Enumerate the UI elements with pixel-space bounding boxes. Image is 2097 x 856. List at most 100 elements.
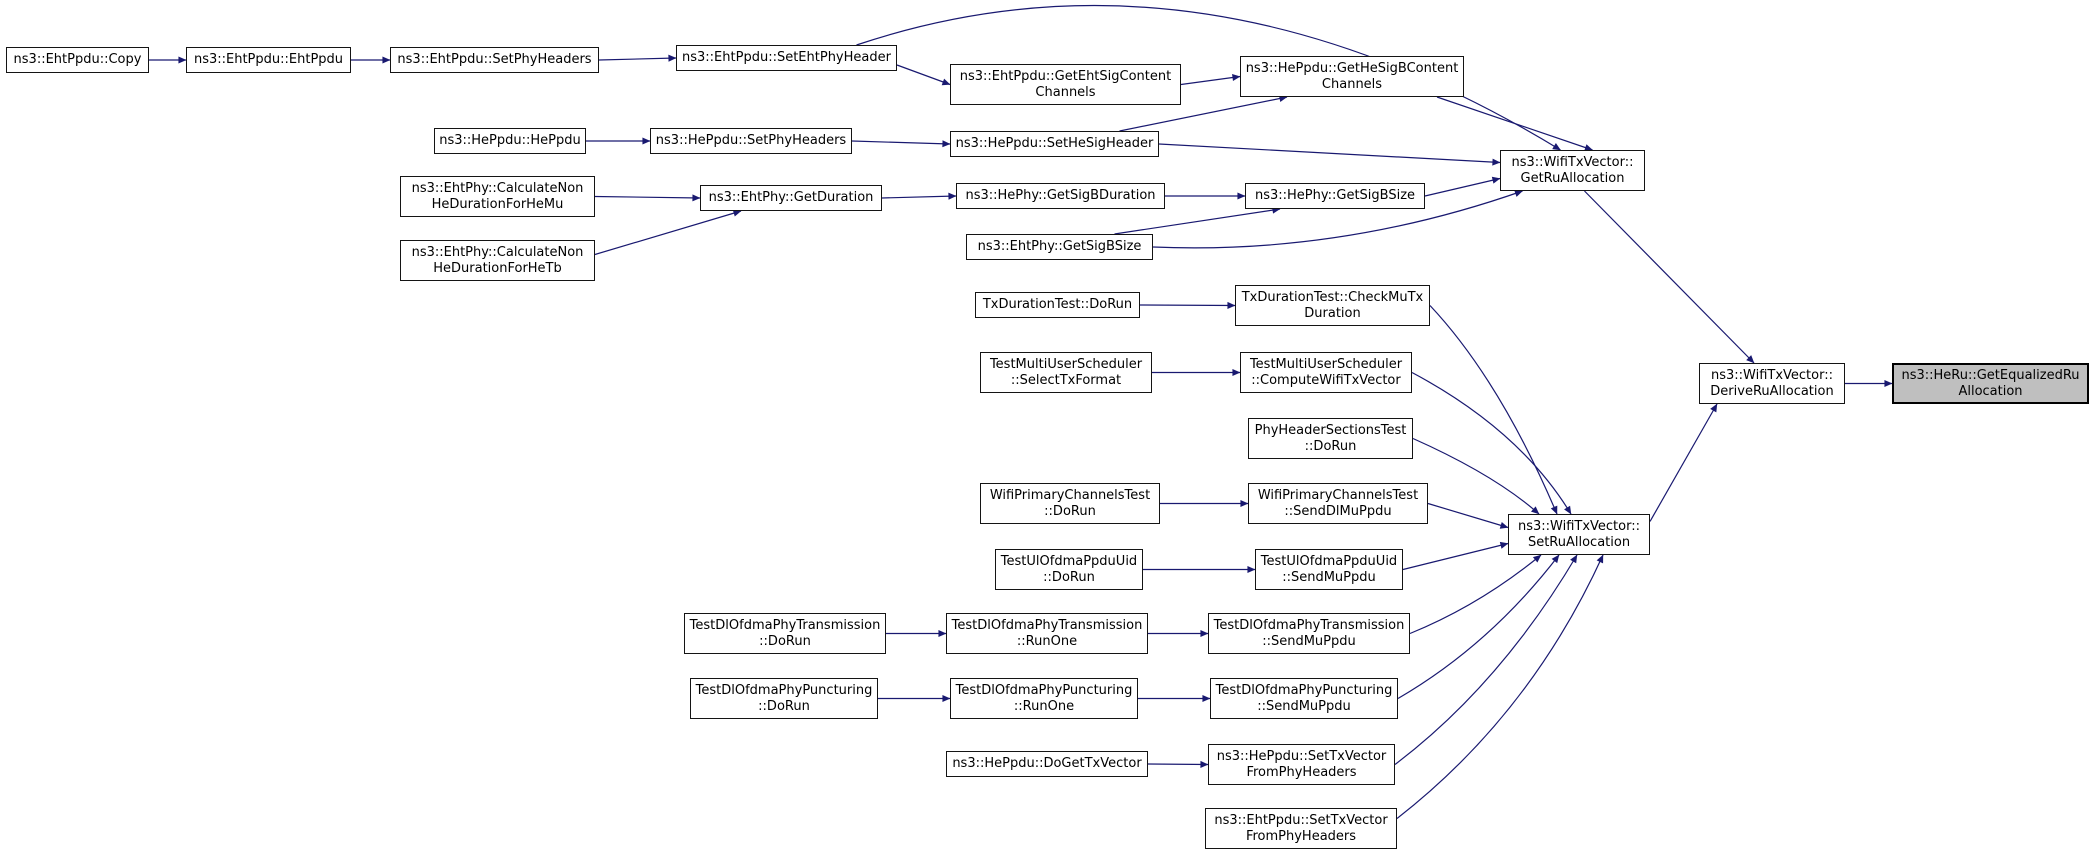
node-dlp-runone[interactable]: TestDlOfdmaPhyPuncturing::RunOne [950, 678, 1138, 719]
node-label: ns3::HePpdu::SetHeSigHeader [955, 136, 1154, 151]
node-label: ns3::HePpdu::GetHeSigBContent [1245, 60, 1459, 76]
node-he-ctor[interactable]: ns3::HePpdu::HePpdu [434, 128, 586, 154]
node-label: PhyHeaderSectionsTest [1254, 422, 1407, 438]
node-tmus-compute[interactable]: TestMultiUserScheduler::ComputeWifiTxVec… [1240, 352, 1412, 393]
node-label: Duration [1304, 305, 1361, 321]
node-wpc-dorun[interactable]: WifiPrimaryChannelsTest::DoRun [980, 483, 1160, 524]
node-label: ::DoRun [1304, 438, 1357, 454]
node-label: FromPhyHeaders [1245, 828, 1357, 844]
node-label: WifiPrimaryChannelsTest [1257, 487, 1419, 503]
node-label: ns3::EhtPhy::GetDuration [708, 190, 874, 205]
node-eht-copy[interactable]: ns3::EhtPpdu::Copy [6, 47, 149, 73]
node-label: HeDurationForHeMu [431, 196, 564, 212]
node-label: ns3::HePpdu::DoGetTxVector [952, 756, 1142, 771]
node-ulofdma-sendmu[interactable]: TestUlOfdmaPpduUid::SendMuPpdu [1255, 549, 1403, 590]
node-label: TxDurationTest::CheckMuTx [1241, 289, 1424, 305]
edge-he-setphy--he-sethesig [851, 140, 951, 148]
edge-ehtphy-calctb--ehtphy-getdur [594, 209, 742, 256]
node-wtv-setru[interactable]: ns3::WifiTxVector::SetRuAllocation [1508, 514, 1650, 555]
node-label: ::SendMuPpdu [1262, 633, 1356, 649]
node-label: TestDlOfdmaPhyPuncturing [695, 682, 873, 698]
node-he-setphy[interactable]: ns3::HePpdu::SetPhyHeaders [650, 128, 852, 154]
node-label: ::DoRun [1043, 569, 1095, 585]
node-label: ns3::EhtPpdu::SetPhyHeaders [397, 52, 592, 67]
node-label: ns3::EhtPpdu::EhtPpdu [193, 52, 344, 67]
node-label: TestUlOfdmaPpduUid [1000, 553, 1138, 569]
node-label: TestMultiUserScheduler [1249, 356, 1403, 372]
edge-phyhdr-dorun--wtv-setru [1412, 437, 1540, 515]
node-wtv-getru[interactable]: ns3::WifiTxVector::GetRuAllocation [1500, 150, 1645, 191]
node-label: ::RunOne [1016, 633, 1078, 649]
node-dlt-runone[interactable]: TestDlOfdmaPhyTransmission::RunOne [946, 613, 1148, 654]
node-label: ns3::WifiTxVector:: [1710, 367, 1833, 383]
node-label: ::SendMuPpdu [1257, 698, 1351, 714]
edge-ulofdma-sendmu--wtv-setru [1402, 541, 1509, 571]
node-hephy-getsigbsize[interactable]: ns3::HePhy::GetSigBSize [1245, 183, 1425, 209]
node-wtv-deriveru[interactable]: ns3::WifiTxVector::DeriveRuAllocation [1699, 363, 1845, 404]
node-label: TestMultiUserScheduler [989, 356, 1143, 372]
node-wpc-senddlmu[interactable]: WifiPrimaryChannelsTest::SendDlMuPpdu [1248, 483, 1428, 524]
edge-he-sethesig--wtv-getru [1158, 143, 1501, 166]
node-dlt-sendmu[interactable]: TestDlOfdmaPhyTransmission::SendMuPpdu [1208, 613, 1410, 654]
edge-wtv-setru--wtv-deriveru [1649, 403, 1718, 522]
node-label: SetRuAllocation [1527, 534, 1631, 550]
node-label: ns3::WifiTxVector:: [1517, 518, 1640, 534]
node-he-sethesig[interactable]: ns3::HePpdu::SetHeSigHeader [950, 131, 1159, 157]
node-label: Allocation [1958, 383, 2023, 399]
edge-txdur-check--wtv-setru [1429, 305, 1558, 515]
node-label: HeDurationForHeTb [433, 260, 562, 276]
node-label: ns3::EhtPhy::GetSigBSize [977, 239, 1142, 254]
node-label: TestDlOfdmaPhyTransmission [689, 617, 881, 633]
node-label: WifiPrimaryChannelsTest [989, 487, 1151, 503]
node-label: DeriveRuAllocation [1710, 383, 1834, 399]
node-he-dogettx[interactable]: ns3::HePpdu::DoGetTxVector [946, 751, 1148, 777]
node-phyhdr-dorun[interactable]: PhyHeaderSectionsTest::DoRun [1248, 418, 1413, 459]
node-label: ns3::HePpdu::SetTxVector [1216, 748, 1387, 764]
node-label: ns3::EhtPhy::CalculateNon [411, 244, 584, 260]
node-ehtphy-getdur[interactable]: ns3::EhtPhy::GetDuration [700, 185, 882, 211]
node-label: ns3::EhtPpdu::Copy [13, 52, 142, 67]
node-tmus-select[interactable]: TestMultiUserScheduler::SelectTxFormat [980, 352, 1152, 393]
node-dlp-dorun[interactable]: TestDlOfdmaPhyPuncturing::DoRun [690, 678, 878, 719]
node-label: ns3::EhtPpdu::SetTxVector [1214, 812, 1388, 828]
node-dlt-dorun[interactable]: TestDlOfdmaPhyTransmission::DoRun [684, 613, 886, 654]
node-label: ns3::WifiTxVector:: [1511, 154, 1634, 170]
node-label: ns3::HePpdu::SetPhyHeaders [655, 133, 847, 148]
node-ehtphy-getsigbsize[interactable]: ns3::EhtPhy::GetSigBSize [966, 234, 1153, 260]
node-txdur-dorun[interactable]: TxDurationTest::DoRun [975, 292, 1140, 318]
edge-ehtphy-getdur--hephy-getsigbdur [881, 192, 957, 200]
node-label: TestUlOfdmaPpduUid [1260, 553, 1398, 569]
node-label: ::SendMuPpdu [1282, 569, 1376, 585]
edge-he-dogettx--he-settx [1147, 760, 1209, 768]
edge-ehtphy-calcmu--ehtphy-getdur [594, 194, 701, 202]
node-label: Channels [1035, 84, 1096, 100]
node-label: TestDlOfdmaPhyTransmission [951, 617, 1143, 633]
node-label: TestDlOfdmaPhyTransmission [1213, 617, 1405, 633]
node-eht-setphy[interactable]: ns3::EhtPpdu::SetPhyHeaders [390, 47, 599, 73]
node-label: ns3::HePhy::GetSigBDuration [965, 188, 1156, 203]
node-eht-ctor[interactable]: ns3::EhtPpdu::EhtPpdu [186, 47, 351, 73]
node-label: ns3::EhtPpdu::SetEhtPhyHeader [682, 50, 891, 65]
node-label: ::SelectTxFormat [1010, 372, 1122, 388]
node-label: ::DoRun [1044, 503, 1096, 519]
node-label: ns3::EhtPhy::CalculateNon [411, 180, 584, 196]
node-label: ::DoRun [758, 698, 810, 714]
edge-wpc-senddlmu--wtv-setru [1427, 502, 1509, 529]
edge-dlt-sendmu--wtv-setru [1409, 554, 1542, 635]
edge-ehtphy-getsigbsize--hephy-getsigbsize [1114, 206, 1281, 235]
node-dlp-sendmu[interactable]: TestDlOfdmaPhyPuncturing::SendMuPpdu [1210, 678, 1398, 719]
node-ulofdma-dorun[interactable]: TestUlOfdmaPpduUid::DoRun [995, 549, 1143, 590]
node-hephy-getsigbdur[interactable]: ns3::HePhy::GetSigBDuration [956, 183, 1165, 209]
node-eht-setehtphy[interactable]: ns3::EhtPpdu::SetEhtPhyHeader [676, 45, 897, 71]
edge-eht-setehtphy--eht-getehtsig [896, 64, 951, 86]
node-label: ns3::EhtPpdu::GetEhtSigContent [959, 68, 1172, 84]
